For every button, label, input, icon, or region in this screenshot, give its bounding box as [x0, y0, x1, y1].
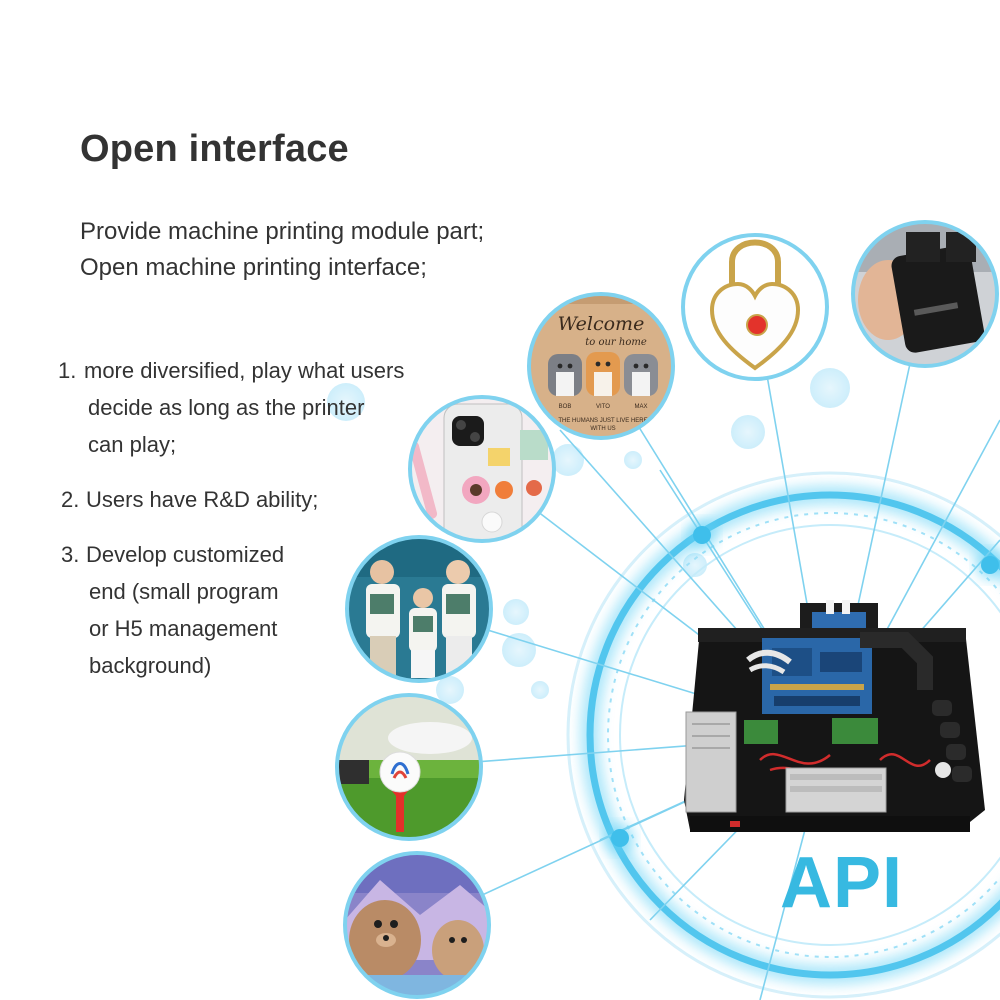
list-line: or H5 management [89, 616, 278, 641]
pet-name-1: BOB [559, 404, 572, 410]
sample-image-polar-bears [343, 851, 491, 999]
list-line: Users have R&D ability; [86, 487, 319, 512]
list-item: 3. Develop customized end (small program… [58, 536, 438, 684]
feature-list: 1. more diversified, play what users dec… [58, 352, 438, 702]
background-bubbles [327, 368, 850, 704]
subtitle-line-2: Open machine printing interface; [80, 254, 427, 281]
sign-footer-1: THE HUMANS JUST LIVE HERE [558, 418, 647, 424]
subtitle-line-1: Provide machine printing module part; [80, 218, 485, 245]
pet-name-3: MAX [634, 404, 647, 410]
list-item: 2. Users have R&D ability; [58, 481, 438, 518]
list-text: Users have R&D ability; [58, 481, 438, 518]
list-item: 1. more diversified, play what users dec… [58, 352, 438, 463]
list-number: 3. [61, 542, 80, 567]
list-number: 2. [61, 487, 80, 512]
api-rings [566, 471, 1000, 999]
api-label: API [780, 843, 904, 923]
sample-image-power-bank [851, 220, 999, 368]
sample-image-welcome-sign: Welcome to our home BOB VITO MAX THE HUM… [527, 292, 675, 440]
sample-image-heart-lock [681, 233, 829, 381]
pet-name-2: VITO [596, 404, 610, 410]
list-line: Develop customized [86, 542, 285, 567]
sign-title: Welcome [558, 313, 645, 335]
list-number: 1. [58, 358, 77, 383]
sign-subtitle: to our home [585, 337, 647, 348]
list-line: background) [89, 653, 212, 678]
list-line: decide as long as the printer [88, 395, 365, 420]
ring-nodes [605, 520, 1000, 853]
sample-image-phone-case [408, 395, 556, 543]
sample-image-family-tshirts [345, 535, 493, 683]
list-text: Develop customized end (small program or… [58, 536, 438, 684]
sample-image-golf-ball [335, 693, 483, 841]
list-line: can play; [88, 432, 177, 457]
printer-module-image [684, 600, 985, 832]
subtitle: Provide machine printing module part; Op… [80, 214, 484, 286]
list-text: more diversified, play what users decide… [58, 352, 438, 463]
page-title: Open interface [80, 128, 349, 170]
sign-footer-2: WITH US [590, 426, 615, 432]
list-line: end (small program [89, 579, 279, 604]
list-line: more diversified, play what users [84, 358, 405, 383]
